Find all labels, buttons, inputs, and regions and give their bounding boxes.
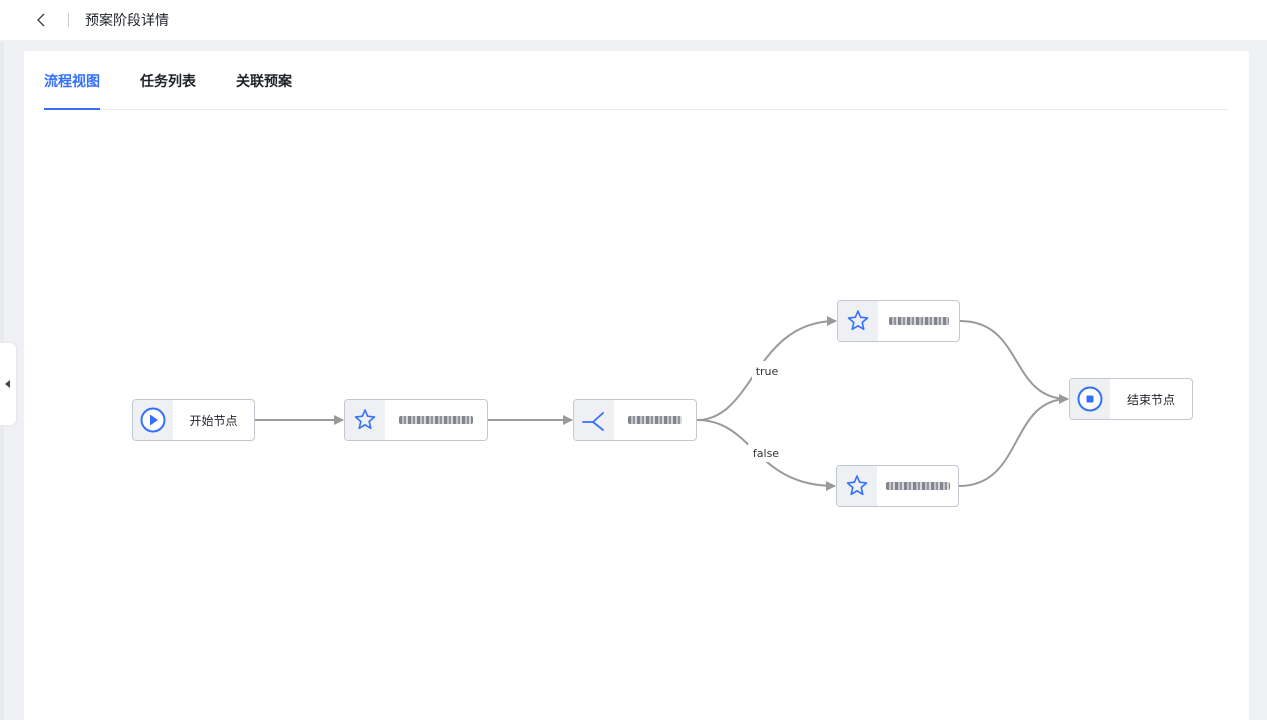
tab-flow-view[interactable]: 流程视图 — [44, 51, 100, 110]
flow-node-icon-box — [133, 400, 173, 440]
play-circle-icon — [140, 407, 166, 433]
puzzle-icon — [846, 475, 868, 496]
flow-node-icon-box — [837, 466, 877, 506]
edge-true-to-end — [959, 320, 1069, 404]
edge-label-false-bg — [748, 444, 784, 462]
flow-node-label: 结束节点 — [1126, 392, 1175, 407]
puzzle-icon — [354, 409, 376, 430]
flow-node-task[interactable] — [344, 399, 488, 441]
flow-node-label-redacted — [614, 416, 696, 424]
flow-node-branch[interactable] — [573, 399, 697, 441]
branch-icon — [582, 412, 604, 431]
flow-edges: true false — [255, 316, 1069, 491]
content-card: 流程视图 任务列表 关联预案 true false — [24, 51, 1249, 720]
flow-node-task-false[interactable] — [836, 465, 959, 507]
flow-node-label-redacted — [877, 482, 958, 490]
flow-node-label-redacted — [878, 317, 959, 325]
header-divider — [68, 13, 69, 27]
page-title: 预案阶段详情 — [85, 13, 169, 29]
flow-node-icon-box — [838, 301, 878, 341]
edge-label-true: true — [756, 365, 779, 378]
tab-task-list[interactable]: 任务列表 — [140, 74, 196, 90]
flow-node-label: 开始节点 — [189, 413, 238, 428]
flow-node-end[interactable]: 结束节点 — [1069, 378, 1193, 420]
sidebar-collapse-handle[interactable] — [0, 343, 16, 425]
flow-node-icon-box — [574, 400, 614, 440]
flow-node-label-redacted — [385, 416, 487, 424]
puzzle-icon — [847, 310, 869, 331]
edge-false-to-end — [958, 398, 1069, 487]
page-header: 预案阶段详情 — [0, 0, 1267, 40]
edge-label-true-bg — [752, 361, 782, 379]
caret-left-icon — [5, 380, 10, 388]
flow-node-start[interactable]: 开始节点 — [132, 399, 255, 441]
flow-canvas[interactable]: true false 开始节点 — [24, 51, 1249, 720]
tab-bar: 流程视图 任务列表 关联预案 — [44, 51, 1228, 110]
flow-node-icon-box — [345, 400, 385, 440]
chevron-left-icon — [37, 13, 45, 27]
back-button[interactable] — [34, 10, 48, 30]
flow-node-icon-box — [1070, 379, 1110, 419]
edge-label-false: false — [753, 447, 779, 460]
stop-circle-icon — [1077, 386, 1103, 412]
flow-node-task-true[interactable] — [837, 300, 960, 342]
tab-related-plans[interactable]: 关联预案 — [236, 74, 292, 90]
